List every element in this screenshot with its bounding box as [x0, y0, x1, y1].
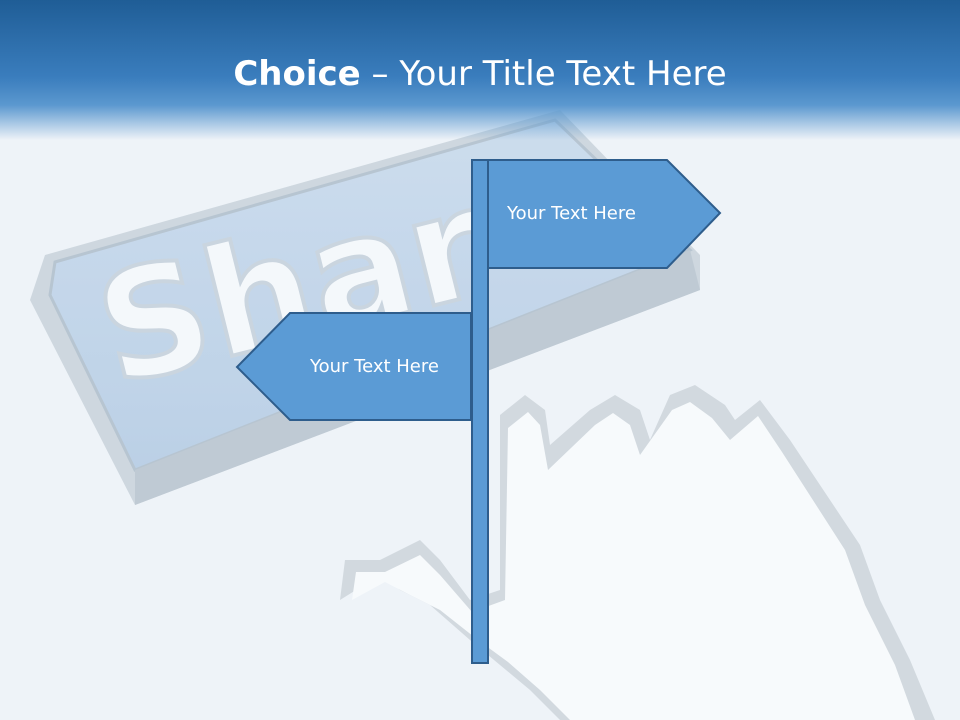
title-rest: – Your Title Text Here	[360, 54, 727, 94]
title-bar	[0, 0, 960, 140]
sign-left-label: Your Text Here	[310, 356, 439, 377]
title-bold: Choice	[233, 54, 361, 94]
slide-title: Choice – Your Title Text Here	[0, 50, 960, 98]
sign-left-shape	[235, 312, 472, 421]
sign-right-label: Your Text Here	[507, 203, 636, 224]
signpost-pole	[471, 159, 489, 664]
